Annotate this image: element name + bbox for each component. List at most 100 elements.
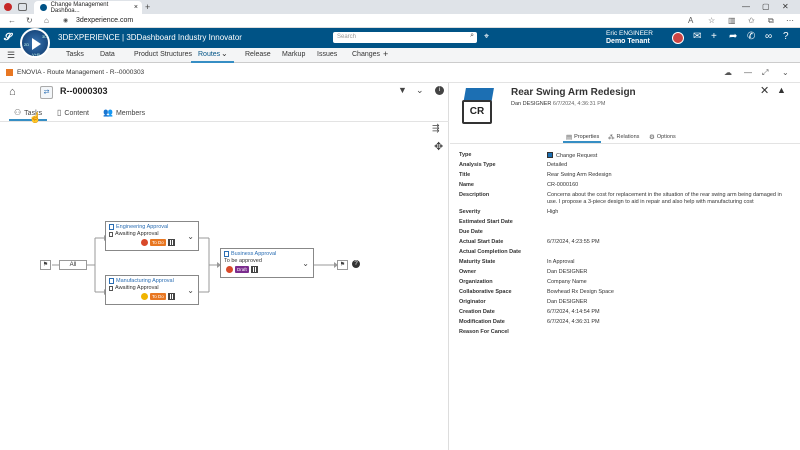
task-status: Awaiting Approval: [115, 231, 159, 237]
hamburger-menu-icon[interactable]: ☰: [7, 50, 16, 60]
task-title[interactable]: Engineering Approval: [116, 224, 169, 230]
avatar[interactable]: [672, 32, 684, 44]
change-request-icon: CR: [460, 88, 494, 126]
end-flag-icon[interactable]: ⚑: [337, 260, 348, 270]
qr-icon[interactable]: [167, 239, 175, 246]
tag-icon[interactable]: ⌖: [484, 31, 490, 41]
state-badge: To Do: [150, 293, 166, 300]
back-icon[interactable]: ←: [8, 16, 16, 25]
read-aloud-icon[interactable]: A: [688, 16, 694, 25]
browser-tab[interactable]: Change Management Dashboa... ×: [34, 1, 142, 14]
maximize-widget-icon[interactable]: ⤢: [762, 68, 769, 77]
chevron-down-icon[interactable]: ⌄: [416, 85, 424, 95]
status-doc-icon: [109, 231, 113, 237]
favorite-icon[interactable]: ☆: [708, 16, 716, 25]
search-icon[interactable]: ⌕: [470, 32, 474, 39]
task-node-engineering-approval[interactable]: Engineering Approval Awaiting Approval T…: [105, 221, 199, 251]
collections-icon[interactable]: ⧉: [768, 16, 774, 25]
assignee-avatar[interactable]: [226, 266, 233, 273]
tab-markup[interactable]: Markup: [282, 51, 306, 58]
widget-menu-icon[interactable]: ⌄: [782, 68, 789, 77]
ds-logo-icon: 𝓢: [4, 32, 12, 43]
property-value: Company Name: [547, 279, 587, 285]
close-icon[interactable]: ✕: [760, 85, 770, 97]
relations-icon: ⁂: [608, 134, 615, 141]
maximize-icon[interactable]: ▢: [762, 2, 770, 11]
property-key: Collaborative Space: [459, 289, 512, 295]
close-window-icon[interactable]: ✕: [782, 2, 789, 11]
object-owner[interactable]: Dan DESIGNER: [511, 101, 552, 107]
url-text[interactable]: 3dexperience.com: [76, 17, 134, 24]
home-icon[interactable]: ⌂: [44, 16, 49, 25]
info-icon[interactable]: i: [435, 86, 444, 95]
add-icon[interactable]: +: [711, 31, 717, 42]
search-input[interactable]: Search ⌕: [333, 32, 477, 43]
share-icon[interactable]: ➦: [729, 31, 738, 42]
favorites-bar-icon[interactable]: ✩: [748, 16, 755, 25]
tab-routes-chevron-icon[interactable]: ⌄: [221, 49, 228, 58]
qr-icon[interactable]: [167, 293, 175, 300]
tab-tasks[interactable]: Tasks: [66, 51, 84, 58]
task-title[interactable]: Business Approval: [231, 251, 277, 257]
cloud-icon[interactable]: ☁: [724, 68, 732, 77]
minimize-icon[interactable]: —: [742, 2, 750, 11]
tab-issues[interactable]: Issues: [317, 51, 338, 58]
collapse-up-icon[interactable]: ▲: [777, 85, 786, 95]
task-title[interactable]: Manufacturing Approval: [116, 278, 174, 284]
tab-changes[interactable]: Changes: [352, 51, 381, 58]
close-tab-icon[interactable]: ×: [133, 4, 138, 11]
platform-brand[interactable]: 3DEXPERIENCE | 3DDashboard Industry Inno…: [58, 33, 242, 42]
tab-release[interactable]: Release: [245, 51, 271, 58]
property-key: Estimated Start Date: [459, 219, 513, 225]
state-badge: Draft: [235, 266, 249, 273]
collapse-down-icon[interactable]: ▼: [398, 85, 407, 95]
chevron-down-icon[interactable]: ⌄: [187, 286, 194, 295]
tab-relations[interactable]: ⁂Relations: [608, 133, 639, 141]
qr-icon[interactable]: [250, 266, 258, 273]
task-node-manufacturing-approval[interactable]: Manufacturing Approval Awaiting Approval…: [105, 275, 199, 305]
chevron-down-icon[interactable]: ⌄: [302, 259, 309, 268]
workspaces-icon[interactable]: [18, 3, 27, 11]
notifications-icon[interactable]: ✉: [693, 31, 702, 42]
task-icon: [224, 251, 229, 257]
new-tab-button[interactable]: +: [145, 2, 151, 12]
help-icon[interactable]: ?: [783, 31, 789, 42]
add-tab-icon[interactable]: +: [383, 49, 389, 59]
apps-icon[interactable]: ∞: [765, 31, 773, 42]
split-screen-icon[interactable]: ▥: [728, 16, 736, 25]
tab-properties[interactable]: ▤Properties: [566, 133, 599, 141]
refresh-icon[interactable]: ↻: [26, 16, 33, 25]
user-info[interactable]: Eric ENGINEER Demo Tenant: [606, 30, 653, 46]
start-flag-icon[interactable]: ⚑: [40, 260, 51, 270]
communities-icon[interactable]: ✆: [747, 31, 756, 42]
home-icon[interactable]: ⌂: [9, 86, 16, 98]
more-icon[interactable]: ⋯: [786, 16, 794, 25]
subtab-members[interactable]: 👥Members: [103, 108, 145, 117]
profile-icon[interactable]: [4, 3, 12, 11]
task-node-business-approval[interactable]: Business Approval To be approved Draft ⌄: [220, 248, 314, 278]
minimize-widget-icon[interactable]: —: [744, 68, 752, 77]
layout-toggle-icon[interactable]: ⇶: [432, 123, 440, 133]
property-row: Due Date: [459, 229, 789, 239]
chevron-down-icon[interactable]: ⌄: [187, 232, 194, 241]
tab-product-structures[interactable]: Product Structures: [134, 51, 192, 58]
fit-view-icon[interactable]: ✥: [434, 141, 444, 153]
subtab-tasks[interactable]: ⚇Tasks: [14, 108, 42, 117]
members-icon: 👥: [103, 108, 113, 117]
tab-relations-label: Relations: [616, 134, 640, 140]
all-gate[interactable]: All: [59, 260, 87, 270]
subtab-content[interactable]: ▯Content: [57, 108, 89, 117]
assignee-avatar[interactable]: [141, 293, 148, 300]
property-key: Type: [459, 152, 472, 158]
tab-routes[interactable]: Routes: [198, 51, 221, 58]
tab-options[interactable]: ⚙Options: [649, 133, 676, 141]
assignee-avatar[interactable]: [141, 239, 148, 246]
route-type-icon: ⇄: [40, 86, 53, 99]
compass-icon[interactable]: 2D 3D V+R: [20, 28, 50, 58]
site-info-icon[interactable]: ◉: [63, 18, 69, 24]
enovia-logo-icon: [6, 69, 13, 76]
user-name: Eric ENGINEER: [606, 30, 653, 37]
help-icon[interactable]: ?: [352, 260, 360, 268]
tab-data[interactable]: Data: [100, 51, 115, 58]
